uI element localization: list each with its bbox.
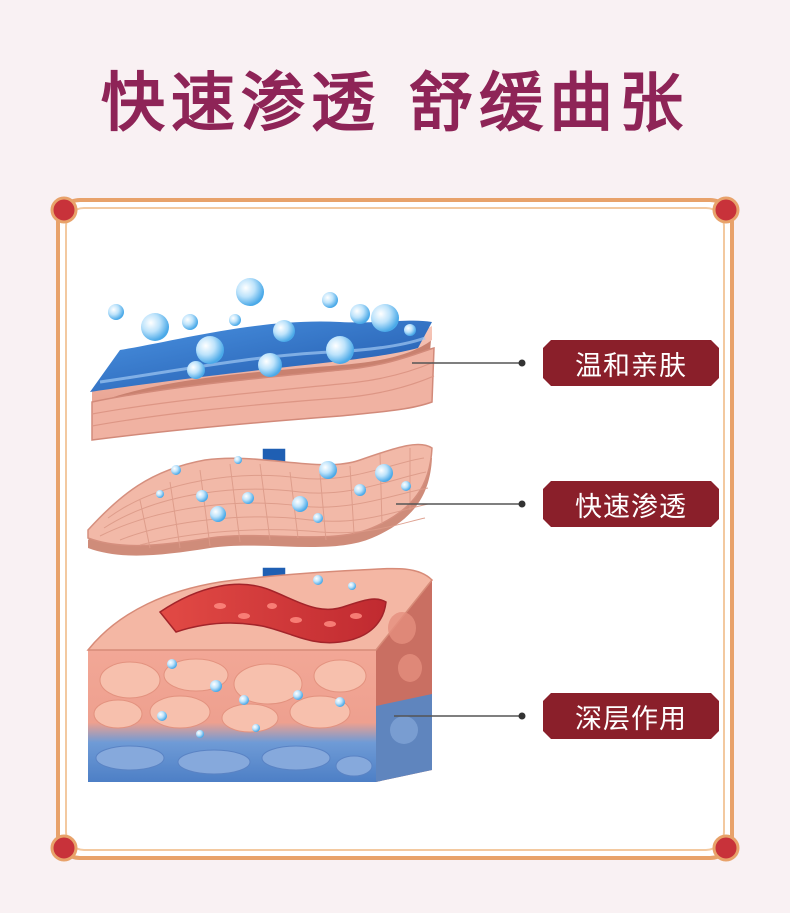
label-gentle: 温和亲肤	[543, 340, 719, 386]
water-bubbles-bottom	[157, 575, 356, 738]
label-fast-penetrate: 快速渗透	[543, 481, 719, 527]
bottom-layer-tissue-block	[86, 567, 434, 782]
water-bubbles-top	[108, 278, 416, 379]
leader-lines	[394, 359, 526, 720]
label-text: 快速渗透	[575, 491, 687, 523]
label-deep-action: 深层作用	[543, 693, 719, 739]
water-bubbles-middle	[156, 456, 411, 523]
label-text: 温和亲肤	[575, 350, 687, 382]
label-text: 深层作用	[575, 703, 687, 735]
headline: 快速渗透 舒缓曲张	[100, 67, 690, 141]
